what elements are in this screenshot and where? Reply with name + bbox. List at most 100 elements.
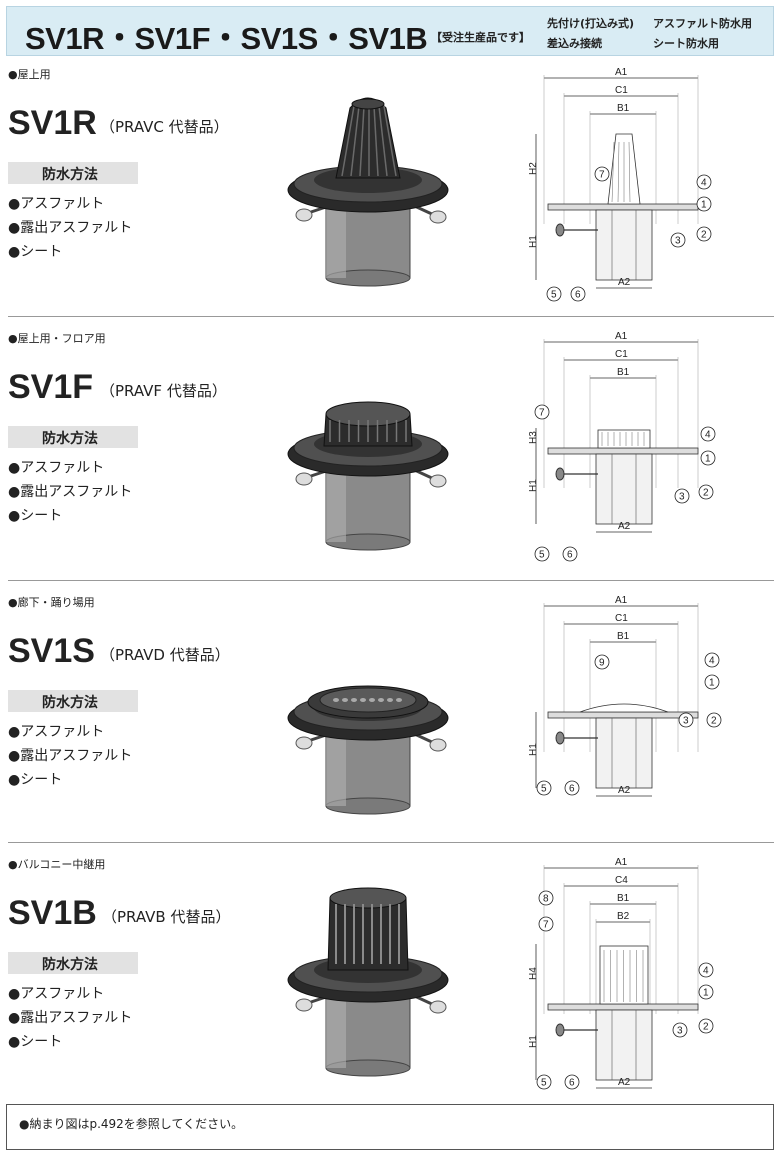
usage-label: ●バルコニー中継用 (8, 858, 106, 871)
callout-number: 7 (599, 170, 605, 181)
callout-number: 2 (703, 488, 709, 499)
callout-number: 1 (703, 988, 709, 999)
method-heading: 防水方法 (42, 957, 98, 973)
callout-number: 3 (679, 492, 685, 503)
dim-label-height-upper: H3 (528, 431, 539, 444)
method-item: ●アスファルト (8, 986, 105, 1002)
product-photo (287, 685, 449, 815)
callout-circle (570, 286, 586, 302)
page-title: SV1R・SV1F・SV1S・SV1B (25, 21, 428, 56)
dim-label-top1: A1 (615, 331, 628, 342)
callout-circle (698, 962, 714, 978)
dim-label-top3: B1 (617, 893, 630, 904)
footer-note-box: ●納まり図はp.492を参照してください。 (6, 1104, 774, 1150)
replacement-note: （PRAVB 代替品） (102, 908, 231, 926)
callout-circle (564, 1074, 580, 1090)
callout-number: 4 (701, 178, 707, 189)
dim-label-top2: C4 (615, 875, 628, 886)
callout-circle (564, 780, 580, 796)
callout-number: 6 (575, 290, 581, 301)
product-section-sv1b: ●バルコニー中継用 SV1B （PRAVB 代替品） 防水方法 ●アスファルト … (0, 848, 780, 1112)
callout-circle (698, 484, 714, 500)
callout-circle (538, 916, 554, 932)
callout-number: 2 (701, 230, 707, 241)
callout-number: 5 (551, 290, 557, 301)
method-list: ●アスファルト ●露出アスファルト ●シート (8, 192, 132, 264)
product-photo (287, 887, 449, 1077)
model-name: SV1B (8, 894, 97, 932)
order-note: 【受注生産品です】 (431, 31, 530, 44)
method-item: ●アスファルト (8, 724, 105, 740)
product-section-sv1s: ●廊下・踊り場用 SV1S （PRAVD 代替品） 防水方法 ●アスファルト ●… (0, 586, 780, 850)
callout-circle (706, 712, 722, 728)
method-heading-box: 防水方法 (8, 952, 138, 974)
dim-label-height-lower: H1 (528, 235, 539, 248)
callout-number: 3 (683, 716, 689, 727)
callout-number: 6 (569, 1078, 575, 1089)
callout-circle (594, 654, 610, 670)
method-list: ●アスファルト ●露出アスファルト ●シート (8, 720, 132, 792)
method-item: ●露出アスファルト (8, 220, 133, 236)
method-item: ●シート (8, 244, 63, 260)
footer-note: ●納まり図はp.492を参照してください。 (19, 1117, 244, 1131)
product-section-sv1r: ●屋上用 SV1R （PRAVC 代替品） 防水方法 ●アスファルト ●露出アス… (0, 58, 780, 322)
method-heading-box: 防水方法 (8, 690, 138, 712)
callout-circle (594, 166, 610, 182)
method-item: ●アスファルト (8, 460, 105, 476)
product-photo (287, 97, 449, 287)
dim-label-top3: B1 (617, 103, 630, 114)
dim-label-height-lower: H1 (528, 743, 539, 756)
section-divider (8, 316, 774, 317)
usage-label: ●廊下・踊り場用 (8, 596, 95, 609)
callout-number: 4 (703, 966, 709, 977)
callout-circle (534, 546, 550, 562)
callout-number: 2 (711, 716, 717, 727)
method-item: ●露出アスファルト (8, 484, 133, 500)
dim-label-height-upper: H4 (528, 967, 539, 980)
replacement-note: （PRAVD 代替品） (100, 646, 230, 664)
callout-number: 1 (701, 200, 707, 211)
dim-label-height-lower: H1 (528, 479, 539, 492)
method-list: ●アスファルト ●露出アスファルト ●シート (8, 982, 132, 1054)
callout-number: 8 (543, 894, 549, 905)
callout-number: 2 (703, 1022, 709, 1033)
callout-circle (696, 174, 712, 190)
method-item: ●シート (8, 772, 63, 788)
callout-number: 9 (599, 658, 605, 669)
callout-number: 5 (541, 784, 547, 795)
callout-circle (700, 426, 716, 442)
method-heading: 防水方法 (42, 431, 98, 447)
product-photo (287, 401, 449, 551)
method-item: ●露出アスファルト (8, 1010, 133, 1026)
dim-label-top1: A1 (615, 595, 628, 606)
dim-label-top3: B1 (617, 631, 630, 642)
callout-circle (536, 1074, 552, 1090)
callout-circle (672, 1022, 688, 1038)
method-heading: 防水方法 (42, 695, 98, 711)
replacement-note: （PRAVC 代替品） (100, 118, 229, 136)
dim-label-top1: A1 (615, 857, 628, 868)
callout-circle (678, 712, 694, 728)
callout-number: 1 (709, 678, 715, 689)
dim-label-top1: A1 (615, 67, 628, 78)
callout-circle (704, 652, 720, 668)
replacement-note: （PRAVF 代替品） (100, 382, 227, 400)
callout-number: 1 (705, 454, 711, 465)
callout-number: 5 (541, 1078, 547, 1089)
method-heading: 防水方法 (42, 167, 98, 183)
dim-label-height-upper: H2 (528, 162, 539, 175)
waterproof-type-2: シート防水用 (653, 37, 719, 50)
callout-circle (704, 674, 720, 690)
method-item: ●シート (8, 508, 63, 524)
method-item: ●アスファルト (8, 196, 105, 212)
callout-circle (546, 286, 562, 302)
callout-number: 7 (543, 920, 549, 931)
callout-number: 4 (709, 656, 715, 667)
usage-label: ●屋上用 (8, 68, 51, 81)
callout-number: 6 (567, 550, 573, 561)
model-name: SV1S (8, 632, 95, 670)
callout-circle (674, 488, 690, 504)
